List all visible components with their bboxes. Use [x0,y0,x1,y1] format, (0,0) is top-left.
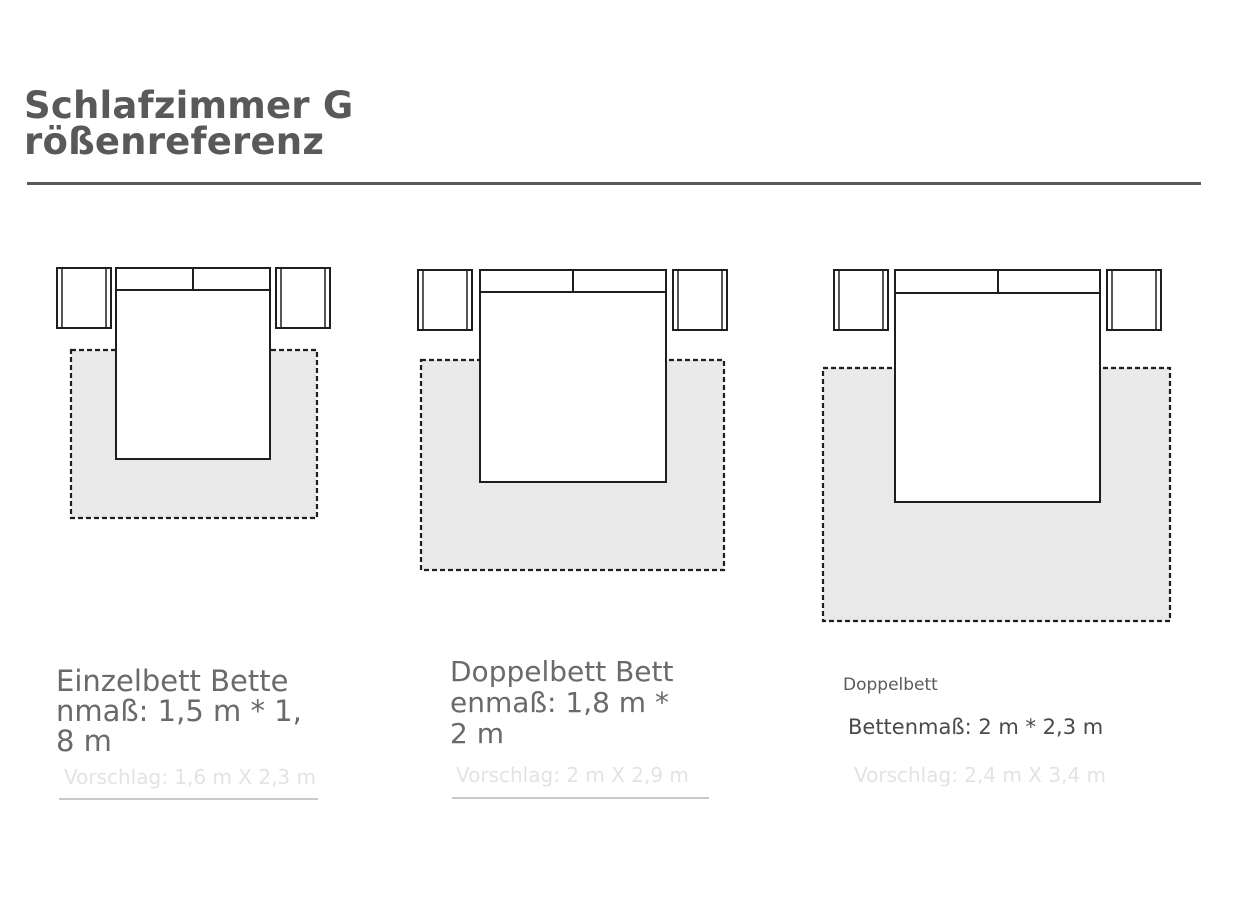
caption-line: 2 m [450,717,504,750]
panel-1-caption: Einzelbett Bette nmaß: 1,5 m * 1, 8 m [56,666,302,756]
caption-line: Doppelbett Bett [450,655,674,688]
page-title-line-2: rößenreferenz [24,120,325,163]
panel-2-suggestion: Vorschlag: 2 m X 2,9 m [456,763,689,787]
pillow-icon [115,267,194,291]
bed-icon [479,269,667,483]
panel-2-underline [452,797,709,799]
caption-line: 8 m [56,724,112,758]
title-divider [27,182,1201,185]
page-title-line-1: Schlafzimmer G [24,84,354,127]
page-title: Schlafzimmer G rößenreferenz [24,84,354,163]
caption-line: Einzelbett Bette [56,664,289,698]
nightstand-icon [417,269,473,331]
pillow-icon [997,269,1101,294]
pillow-icon [894,269,999,294]
nightstand-icon [672,269,728,331]
nightstand-icon [1106,269,1162,331]
panel-3-diagram [821,269,1172,623]
nightstand-icon [275,267,331,329]
caption-line: nmaß: 1,5 m * 1, [56,694,302,728]
panel-1-diagram [56,267,331,520]
panel-1-suggestion: Vorschlag: 1,6 m X 2,3 m [64,765,316,789]
panel-1-underline [59,798,318,800]
nightstand-icon [833,269,889,331]
pillow-icon [479,269,574,293]
caption-line: Doppelbett [843,675,938,695]
bed-icon [115,267,271,460]
bed-icon [894,269,1101,503]
pillow-icon [572,269,667,293]
panel-2-caption: Doppelbett Bett enmaß: 1,8 m * 2 m [450,656,674,749]
panel-2-diagram [417,269,728,572]
caption-line: enmaß: 1,8 m * [450,686,669,719]
nightstand-icon [56,267,112,329]
panel-3-suggestion: Vorschlag: 2,4 m X 3,4 m [854,763,1106,787]
panel-3-caption: Bettenmaß: 2 m * 2,3 m [848,714,1103,740]
panel-3-caption-small: Doppelbett [843,675,938,695]
caption-line: Bettenmaß: 2 m * 2,3 m [848,715,1104,739]
pillow-icon [192,267,271,291]
